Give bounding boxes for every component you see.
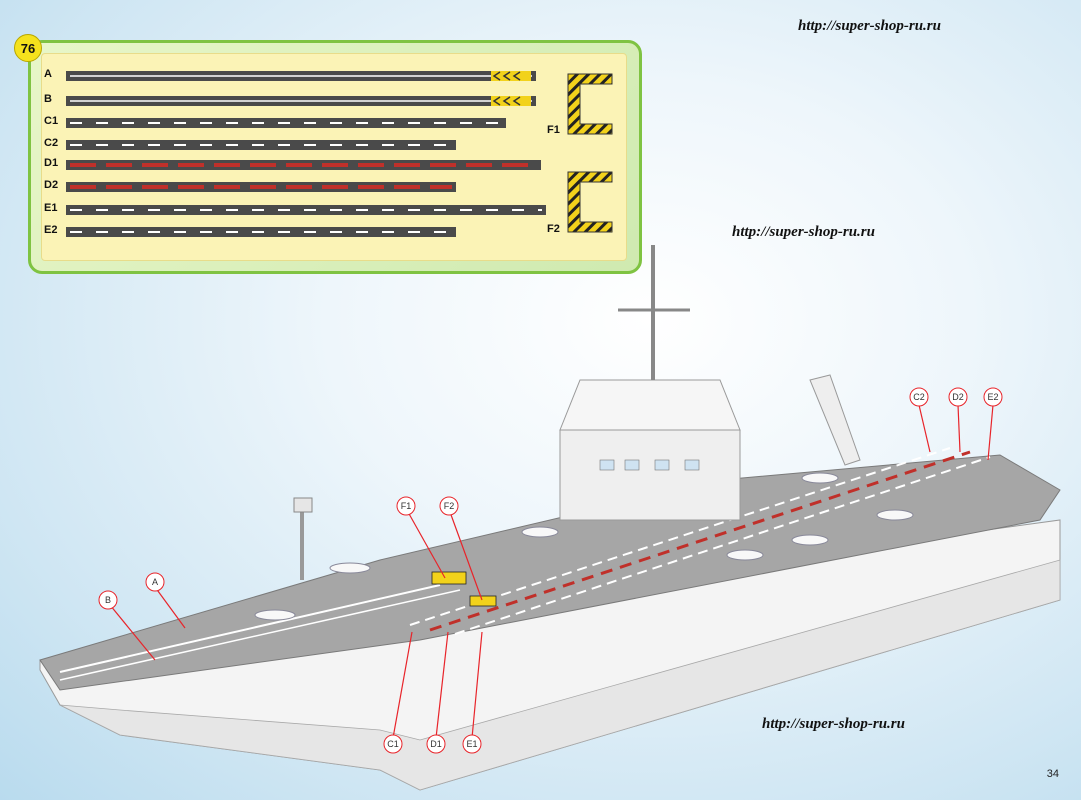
sticker-strip-label: C1 bbox=[44, 115, 59, 127]
sticker-f1-hazard bbox=[567, 73, 613, 135]
callout-d2: D2 bbox=[948, 387, 968, 407]
island-window-4 bbox=[684, 459, 700, 471]
sticker-strip-label: E1 bbox=[44, 202, 58, 214]
callout-line-c2 bbox=[918, 404, 931, 453]
sticker-sheet bbox=[41, 53, 627, 261]
sticker-strip-graphic bbox=[66, 205, 546, 215]
callout-line-b bbox=[109, 604, 156, 661]
sticker-f2-hazard bbox=[567, 171, 613, 233]
sticker-strip-label: A bbox=[44, 68, 52, 80]
sticker-f2-label: F2 bbox=[547, 223, 560, 235]
callout-c1: C1 bbox=[383, 734, 403, 754]
callout-f1: F1 bbox=[396, 496, 416, 516]
aircraft-1 bbox=[329, 562, 371, 574]
sticker-strip-graphic bbox=[66, 96, 536, 106]
callout-d2-label: D2 bbox=[952, 392, 964, 402]
callout-c2: C2 bbox=[909, 387, 929, 407]
sticker-strip-label: C2 bbox=[44, 137, 59, 149]
callout-e2: E2 bbox=[983, 387, 1003, 407]
aircraft-7 bbox=[791, 534, 829, 546]
callout-a-label: A bbox=[152, 577, 158, 587]
aircraft-6 bbox=[521, 526, 559, 538]
deck-line-e bbox=[454, 456, 991, 635]
flight-deck bbox=[39, 454, 1061, 691]
sticker-strip-label: D2 bbox=[44, 179, 59, 191]
callout-f1-label: F1 bbox=[401, 501, 412, 511]
sticker-strip-graphic bbox=[66, 160, 541, 170]
callout-b-label: B bbox=[105, 595, 111, 605]
callout-line-f1 bbox=[407, 511, 446, 579]
sticker-strip-graphic bbox=[66, 140, 456, 150]
callout-line-e1 bbox=[471, 631, 483, 739]
aircraft-3 bbox=[726, 549, 764, 561]
callout-f2: F2 bbox=[439, 496, 459, 516]
callout-d1: D1 bbox=[426, 734, 446, 754]
island-window-1 bbox=[599, 459, 615, 471]
island-window-2 bbox=[624, 459, 640, 471]
callout-line-e2 bbox=[987, 404, 994, 461]
island-window-3 bbox=[654, 459, 670, 471]
sticker-strip-graphic bbox=[66, 118, 506, 128]
callout-line-d2 bbox=[957, 404, 961, 453]
hazard-marking-f2 bbox=[469, 595, 497, 607]
callout-f2-label: F2 bbox=[444, 501, 455, 511]
watermark-url-bottom: http://super-shop-ru.ru bbox=[762, 716, 905, 732]
radar-head bbox=[293, 497, 313, 513]
step-number-badge: 76 bbox=[14, 34, 42, 62]
ship-hull-side bbox=[59, 559, 1061, 791]
watermark-url-middle: http://super-shop-ru.ru bbox=[732, 224, 875, 240]
callout-d1-label: D1 bbox=[430, 739, 442, 749]
sticker-strip-graphic bbox=[66, 71, 536, 81]
callout-b: B bbox=[98, 590, 118, 610]
deck-line-a bbox=[59, 584, 441, 673]
deck-line-b bbox=[59, 589, 461, 681]
sticker-strip-graphic bbox=[66, 182, 456, 192]
callout-e1: E1 bbox=[462, 734, 482, 754]
island-upper bbox=[559, 379, 741, 431]
watermark-url-top: http://super-shop-ru.ru bbox=[798, 18, 941, 34]
callout-a: A bbox=[145, 572, 165, 592]
hazard-marking-f1 bbox=[431, 571, 467, 585]
page-number: 34 bbox=[1046, 768, 1059, 780]
callout-line-d1 bbox=[435, 631, 449, 739]
callout-line-f2 bbox=[449, 511, 483, 601]
callout-e1-label: E1 bbox=[466, 739, 477, 749]
sticker-strip-label: E2 bbox=[44, 224, 58, 236]
callout-c2-label: C2 bbox=[913, 392, 925, 402]
callout-e2-label: E2 bbox=[987, 392, 998, 402]
aircraft-5 bbox=[876, 509, 914, 521]
deck-crane bbox=[809, 374, 861, 466]
sticker-f1-label: F1 bbox=[547, 124, 560, 136]
island bbox=[559, 429, 741, 521]
sticker-strip-label: B bbox=[44, 93, 52, 105]
deck-line-c bbox=[409, 447, 951, 626]
deck-line-d bbox=[429, 450, 971, 632]
aircraft-2 bbox=[254, 609, 296, 621]
aircraft-4 bbox=[801, 472, 839, 484]
sticker-strip-label: D1 bbox=[44, 157, 59, 169]
callout-line-a bbox=[154, 586, 186, 629]
callout-line-c1 bbox=[392, 631, 413, 739]
sticker-strip-graphic bbox=[66, 227, 456, 237]
callout-c1-label: C1 bbox=[387, 739, 399, 749]
